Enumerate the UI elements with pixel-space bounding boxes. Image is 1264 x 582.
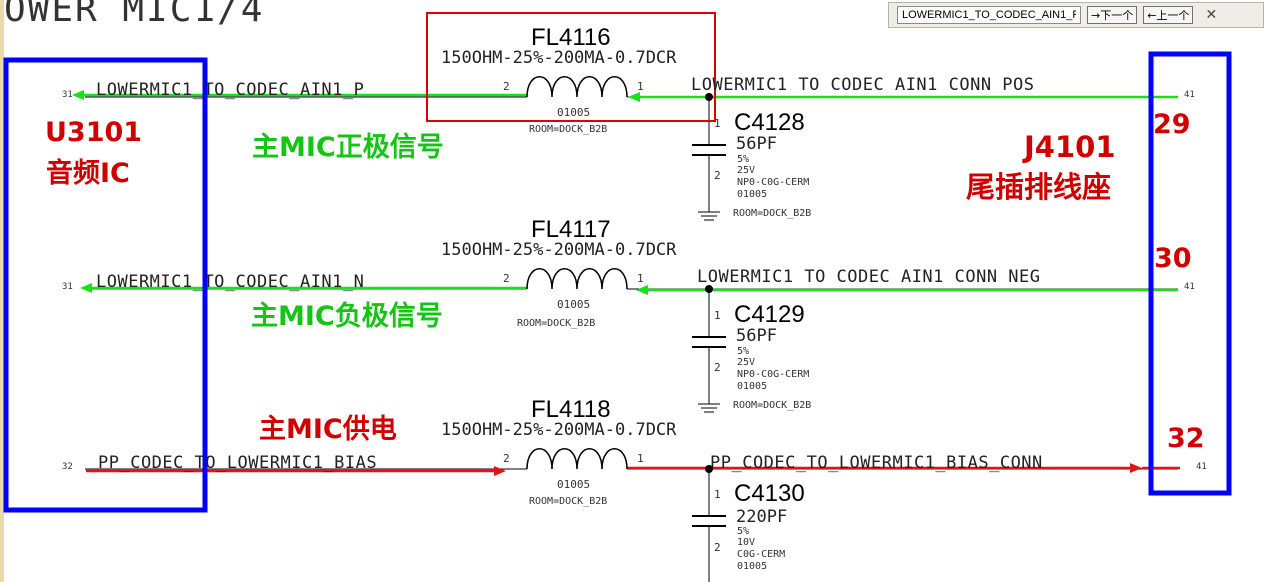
j4101-pin-32: 32	[1167, 423, 1205, 454]
c4128-pin-top: 1	[714, 117, 721, 130]
inductor-fl4118	[526, 448, 628, 470]
arrowhead-power-left	[494, 466, 506, 476]
c4130-tol: 5%	[737, 526, 750, 537]
arrowhead-neg-left	[80, 283, 92, 293]
c4128-pin-bottom: 2	[714, 169, 721, 182]
fl4117-spec: 150OHM-25%-200MA-0.7DCR	[441, 240, 677, 260]
c4129-pin-bottom: 2	[714, 361, 721, 374]
c4129-ref: C4129	[734, 301, 805, 328]
fl4116-highlight-box	[426, 12, 716, 122]
net-label-left-bias: PP_CODEC_TO_LOWERMIC1_BIAS	[98, 453, 378, 473]
fl4116-pin-left: 2	[503, 80, 510, 93]
net-label-right-bias: PP_CODEC_TO_LOWERMIC1_BIAS_CONN	[710, 453, 1043, 473]
net-label-right-neg: LOWERMIC1 TO CODEC AIN1 CONN NEG	[697, 267, 1041, 287]
u3101-box	[3, 57, 208, 513]
find-search-input[interactable]	[897, 6, 1081, 24]
fl4118-pin-right: 1	[637, 452, 644, 465]
fl4116-room: ROOM=DOCK_B2B	[529, 124, 608, 135]
fl4117-ref: FL4117	[531, 216, 611, 243]
fl4117-pin-right: 1	[637, 272, 644, 285]
j4101-pin-29: 29	[1153, 109, 1191, 140]
fl4118-pin-left: 2	[503, 452, 510, 465]
fl4118-ref: FL4118	[531, 396, 611, 423]
j4101-label: J4101	[1024, 130, 1116, 164]
find-prev-button[interactable]: ←上一个	[1143, 6, 1194, 24]
close-icon[interactable]: ✕	[1205, 7, 1218, 23]
inductor-fl4116	[526, 76, 628, 98]
c4130-pin-bottom: 2	[714, 541, 721, 554]
c4129-room: ROOM=DOCK_B2B	[733, 400, 812, 411]
find-toolbar: →下一个 ←上一个 ✕	[888, 2, 1264, 28]
page-ref-right-neg: 41	[1184, 282, 1195, 292]
u3101-desc: 音频IC	[46, 158, 130, 189]
c4129-pin-top: 1	[714, 309, 721, 322]
fl4117-pin-left: 2	[503, 272, 510, 285]
arrowhead-pos-right	[628, 92, 640, 102]
c4130-voltage: 10V	[737, 537, 756, 548]
net-label-left-neg: LOWERMIC1_TO_CODEC_AIN1_N	[96, 272, 365, 292]
c4129-voltage: 25V	[737, 357, 756, 368]
neg-signal-label: 主MIC负极信号	[251, 301, 443, 332]
c4130-package: 01005	[737, 561, 768, 572]
inductor-fl4117	[526, 268, 628, 290]
page-ref-right-bias: 41	[1196, 462, 1207, 472]
fl4118-spec: 150OHM-25%-200MA-0.7DCR	[441, 420, 677, 440]
c4130-value: 220PF	[736, 507, 788, 527]
c4130-dielectric: C0G-CERM	[737, 549, 786, 560]
net-label-left-pos: LOWERMIC1_TO_CODEC_AIN1_P	[96, 80, 365, 100]
net-label-right-pos: LOWERMIC1 TO CODEC AIN1 CONN POS	[691, 75, 1035, 95]
fl4116-spec: 150OHM-25%-200MA-0.7DCR	[441, 48, 677, 68]
find-next-button[interactable]: →下一个	[1087, 6, 1138, 24]
fl4116-ref: FL4116	[531, 24, 611, 51]
c4128-value: 56PF	[736, 134, 777, 154]
page-ref-right-pos: 41	[1184, 90, 1195, 100]
c4129-dielectric: NP0-C0G-CERM	[737, 369, 810, 380]
arrowhead-power-right	[1130, 463, 1142, 473]
j4101-desc: 尾插排线座	[966, 170, 1112, 204]
fl4118-room: ROOM=DOCK_B2B	[529, 496, 608, 507]
fl4116-package: 01005	[557, 106, 591, 119]
fl4117-package: 01005	[557, 298, 591, 311]
sheet-title: OWER MIC1/4	[4, 0, 265, 30]
fl4116-pin-right: 1	[637, 80, 644, 93]
c4129-tol: 5%	[737, 346, 750, 357]
arrowhead-neg-right	[636, 285, 648, 295]
c4128-ref: C4128	[734, 109, 805, 136]
j4101-box	[1148, 51, 1232, 496]
c4128-dielectric: NP0-C0G-CERM	[737, 177, 810, 188]
page-ref-left-neg: 31	[62, 282, 73, 292]
c4128-package: 01005	[737, 189, 768, 200]
fl4118-package: 01005	[557, 478, 591, 491]
pos-signal-label: 主MIC正极信号	[252, 132, 444, 163]
arrowhead-pos-left	[72, 90, 84, 100]
page-ref-left-bias: 32	[62, 462, 73, 472]
c4129-package: 01005	[737, 381, 768, 392]
c4129-value: 56PF	[736, 326, 777, 346]
c4130-pin-top: 1	[714, 488, 721, 501]
c4130-ref: C4130	[734, 480, 805, 507]
u3101-label: U3101	[45, 117, 143, 148]
power-label: 主MIC供电	[259, 414, 397, 445]
j4101-pin-30: 30	[1154, 243, 1192, 274]
page-ref-left-pos: 31	[62, 90, 73, 100]
c4128-tol: 5%	[737, 154, 750, 165]
fl4117-room: ROOM=DOCK_B2B	[517, 318, 596, 329]
c4128-room: ROOM=DOCK_B2B	[733, 208, 812, 219]
c4128-voltage: 25V	[737, 165, 756, 176]
